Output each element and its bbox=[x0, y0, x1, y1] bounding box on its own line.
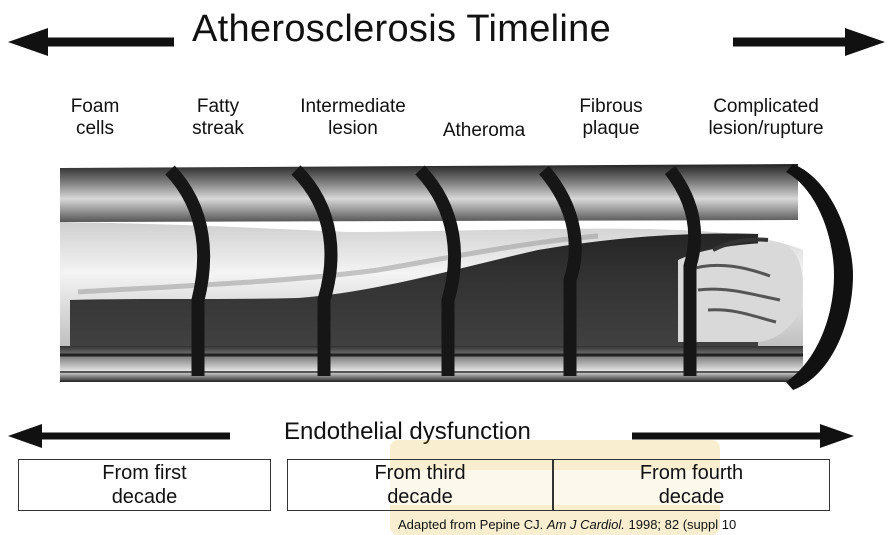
decade-box-fourth: From fourth decade bbox=[553, 459, 830, 511]
citation-journal: Am J Cardiol. bbox=[547, 517, 625, 532]
citation-suffix: 1998; 82 (suppl 10 bbox=[625, 517, 736, 532]
citation: Adapted from Pepine CJ. Am J Cardiol. 19… bbox=[398, 517, 736, 532]
citation-prefix: Adapted from Pepine CJ. bbox=[398, 517, 547, 532]
stage-label-intermediate-lesion: Intermediate lesion bbox=[283, 96, 423, 140]
left-arrow-icon bbox=[8, 24, 178, 60]
stage-label-foam-cells: Foam cells bbox=[60, 96, 130, 140]
stage-label-complicated-lesion: Complicated lesion/rupture bbox=[686, 96, 846, 140]
stage-label-fibrous-plaque: Fibrous plaque bbox=[562, 96, 660, 140]
endothelial-left-arrow-icon bbox=[8, 423, 232, 449]
page-title: Atherosclerosis Timeline bbox=[192, 8, 611, 51]
decade-box-third: From third decade bbox=[287, 459, 553, 511]
stage-label-atheroma: Atheroma bbox=[428, 120, 540, 142]
title-row: Atherosclerosis Timeline bbox=[0, 6, 888, 54]
decade-box-first: From first decade bbox=[18, 459, 271, 511]
stage-label-fatty-streak: Fatty streak bbox=[178, 96, 258, 140]
artery-illustration bbox=[58, 150, 858, 400]
right-arrow-icon bbox=[733, 24, 885, 60]
